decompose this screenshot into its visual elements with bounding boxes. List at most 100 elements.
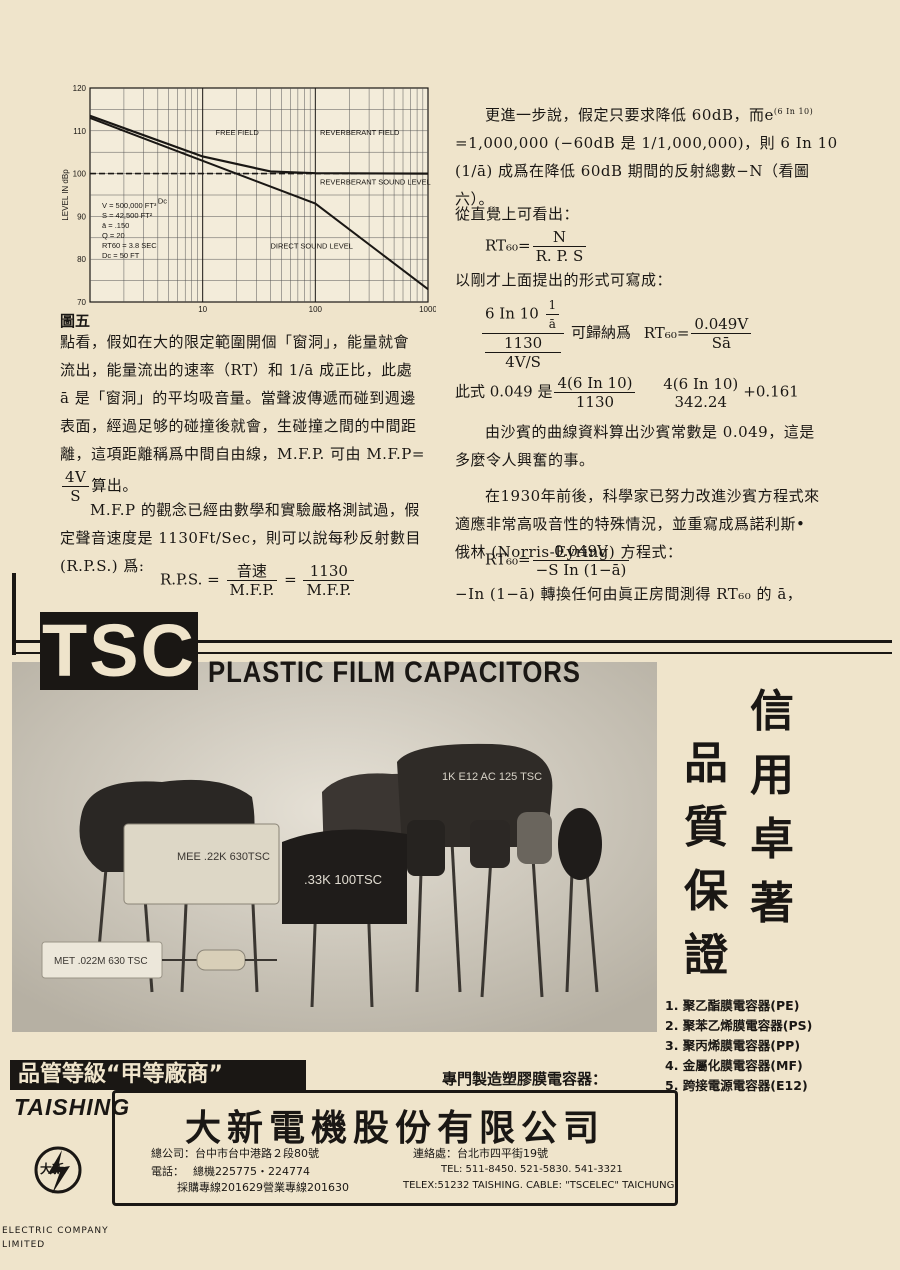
y-tick-label: 90: [77, 212, 86, 221]
right-paragraph-6: −In (1−ā) 轉換任何由眞正房間測得 RT₆₀ 的 ā，: [455, 585, 803, 603]
grade-banner: 品管等級“甲等廠商”: [10, 1060, 306, 1090]
figure-label: 圖五: [60, 312, 91, 330]
right-paragraph-4: 由沙賓的曲線資料算出沙賓常數是 0.049，這是 多麼令人興奮的事。: [455, 418, 840, 474]
slogan-char: 用: [750, 750, 794, 801]
text-line: 表面，經過足够的碰撞後就會，生碰撞之間的中間距: [60, 417, 417, 435]
ad-headline: PLASTIC FILM CAPACITORS: [208, 656, 581, 689]
x-tick-label: 1000: [419, 305, 436, 312]
product-item: 5. 跨接電源電容器(E12): [665, 1078, 808, 1093]
slogan-left: 品 質 保 證: [676, 732, 736, 988]
capacitor-oval: [558, 808, 602, 880]
right-paragraph-3: 以剛才上面提出的形式可寫成：: [455, 271, 673, 289]
label-e12: 1K E12 AC 125 TSC: [442, 771, 542, 783]
brand-ring-text: ELECTRIC COMPANY LIMITED: [2, 1226, 109, 1250]
company-name: 大新電機股份有限公司: [184, 1108, 605, 1149]
chart-param: RT60 = 3.8 SEC: [102, 241, 157, 250]
slogan-char: 保: [684, 866, 728, 917]
text-line: 點看，假如在大的限定範圍開個「窗洞」，能量就會: [60, 333, 410, 351]
product-item: 3. 聚丙烯膜電容器(PP): [665, 1038, 801, 1053]
hq-address: 總公司：台中市台中港路２段80號: [151, 1147, 319, 1160]
x-tick-label: 100: [309, 305, 323, 312]
slogan-char: 卓: [750, 814, 794, 865]
liaison-tel: TEL: 511-8450. 521-5830. 541-3321: [441, 1164, 623, 1175]
figure-chart: 120 110 100 90 80 70 10 100 1000 LEVEL IN dBp FREE…: [58, 80, 437, 314]
right-paragraph-5: 在1930年前後，科學家已努力改進沙賓方程式來 適應非常高吸音性的特殊情況，並重…: [455, 482, 840, 566]
chart-svg: 120 110 100 90 80 70 10 100 1000 LEVEL IN dBp FREE…: [61, 84, 437, 314]
ad-rule-top: [12, 640, 892, 643]
text-line: M.F.P 的觀念已經由數學和實驗嚴格測試過，假: [90, 501, 420, 519]
text-line: 多麼令人興奮的事。: [455, 451, 595, 469]
chart-param: Q = 20: [102, 231, 125, 240]
text-line: =1,000,000 (−60dB 是 1/1,000,000)，則 6 In …: [455, 134, 838, 152]
chart-annotation: REVERBERANT FIELD: [320, 128, 400, 137]
label-mee: MEE .22K 630TSC: [177, 851, 270, 863]
series-line: [89, 117, 429, 290]
label-met: MET .022M 630 TSC: [54, 956, 148, 967]
series-label: REVERBERANT SOUND LEVEL: [320, 177, 431, 186]
ad-frame-left: [12, 573, 16, 655]
chart-param: Dc = 50 FT: [102, 251, 140, 260]
text-line: ā 是「窗洞」的平均吸音量。當聲波傳遞而碰到週邊: [60, 389, 416, 407]
chart-param: V = 500,000 FT³: [102, 201, 157, 210]
chart-param: ā = .150: [102, 221, 129, 230]
slogan-char: 品: [684, 738, 728, 789]
capacitor-illustration: 1K E12 AC 125 TSC MEE .22K 630TSC .33K 1…: [12, 662, 657, 1032]
y-axis-label: LEVEL IN dBp: [61, 169, 70, 221]
brand-seal-svg: [34, 1146, 82, 1194]
text-line: 更進一步說，假定只要求降低 60dB，而e(6 In 10): [485, 106, 814, 124]
right-paragraph-2: 從直覺上可看出：: [455, 205, 580, 223]
y-tick-label: 70: [77, 298, 86, 307]
slogan-right: 信 用 卓 著: [742, 680, 802, 936]
chart-param: S = 42,500 FT²: [102, 211, 153, 220]
right-paragraph-1: 更進一步說，假定只要求降低 60dB，而e(6 In 10) =1,000,00…: [455, 98, 840, 213]
text-line: 適應非常高吸音性的特殊情況，並重寫成爲諾利斯•: [455, 515, 806, 533]
left-paragraph-2: M.F.P 的觀念已經由數學和實驗嚴格測試過，假 定聲音速度是 1130Ft/S…: [60, 496, 440, 580]
brand-seal: 大新: [18, 1122, 110, 1220]
brand-mark: 大新: [40, 1162, 65, 1176]
y-tick-label: 110: [73, 127, 86, 136]
x-tick-label: 10: [198, 305, 207, 312]
tel-line-2: 採購專線201629營業專線201630: [177, 1181, 349, 1194]
product-list: 1. 聚乙酯膜電容器(PE) 2. 聚苯乙烯膜電容器(PS) 3. 聚丙烯膜電容…: [665, 996, 812, 1096]
specialty-text: 專門製造塑膠膜電容器：: [442, 1070, 608, 1088]
text-line: 俄林 (Norris-Eyring) 方程式：: [455, 543, 683, 561]
telex: TELEX:51232 TAISHING. CABLE: "TSCELEC" T…: [403, 1180, 675, 1191]
slogan-char: 信: [750, 686, 794, 737]
chart-annotation: FREE FIELD: [216, 128, 260, 137]
series-label: DIRECT SOUND LEVEL: [270, 242, 352, 251]
label-33k: .33K 100TSC: [304, 872, 382, 887]
ad-rule-bottom: [12, 652, 892, 654]
capacitor-box-mee: [123, 823, 280, 905]
series-line: [89, 114, 429, 175]
tel-label: 電話：: [151, 1165, 184, 1178]
text-line: (R.P.S.) 爲:: [60, 557, 145, 575]
text-line: 定聲音速度是 1130Ft/Sec，則可以說每秒反射數目: [60, 529, 421, 547]
text-line: 在1930年前後，科學家已努力改進沙賓方程式來: [485, 487, 820, 505]
y-tick-label: 100: [73, 170, 87, 179]
y-tick-label: 80: [77, 255, 86, 264]
company-box: 大新電機股份有限公司 總公司：台中市台中港路２段80號 電話： 總機225775…: [112, 1090, 678, 1206]
liaison-address: 連絡處：台北市四平街19號: [413, 1147, 548, 1160]
tsc-logo: TSC: [40, 609, 198, 692]
capacitor-33k: [282, 829, 407, 924]
slogan-char: 證: [684, 930, 728, 981]
y-tick-label: 120: [73, 84, 87, 93]
tel-line-1: 總機225775・224774: [193, 1165, 310, 1178]
slogan-char: 質: [684, 802, 728, 853]
slogan-char: 著: [750, 878, 794, 929]
text-line: (1/ā) 成爲在降低 60dB 期間的反射總數−N（看圖: [455, 162, 810, 180]
text-line: 流出，能量流出的速率（RT）和 1/ā 成正比，此處: [60, 361, 413, 379]
bolt-icon: [48, 1150, 70, 1194]
product-item: 1. 聚乙酯膜電容器(PE): [665, 998, 800, 1013]
left-paragraph-1: 點看，假如在大的限定範圍開個「窗洞」，能量就會 流出，能量流出的速率（RT）和 …: [60, 328, 440, 505]
text-line: 六）。: [455, 190, 495, 208]
text-line: 離，這項距離稱爲中間自由線，M.F.P. 可由 M.F.P=: [60, 445, 425, 463]
norris-eyring-equation: RT₆₀=0.049V−S In (1−ā): [485, 542, 631, 579]
product-item: 4. 金屬化膜電容器(MF): [665, 1058, 803, 1073]
